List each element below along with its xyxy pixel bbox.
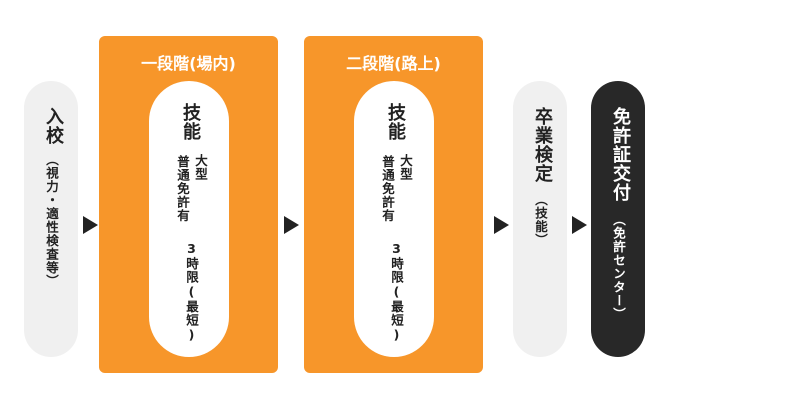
arrow-right-icon: [572, 216, 587, 234]
skill-note-1: 大型: [398, 154, 413, 181]
step-stage2: 二段階(路上) 技能 大型 普通免許有 3時限(最短): [304, 36, 483, 373]
skill-note-1: 大型: [193, 154, 208, 181]
step-subtitle: （技能）: [533, 193, 548, 247]
skill-pill: 技能 大型 普通免許有 3時限(最短): [354, 81, 434, 357]
step-license: 免許証交付 （免許センター）: [591, 81, 645, 357]
skill-title: 技能: [180, 103, 201, 141]
arrow-right-icon: [284, 216, 299, 234]
skill-note-2: 普通免許有: [380, 155, 395, 223]
skill-title: 技能: [385, 103, 406, 141]
step-subtitle: （免許センター）: [611, 213, 626, 321]
step-title: 卒業検定: [532, 107, 553, 183]
skill-note-3: 3時限(最短): [184, 241, 199, 343]
step-enroll: 入校 （視力・適性検査等）: [24, 81, 78, 357]
step-title: 入校: [43, 107, 64, 145]
skill-note-3: 3時限(最短): [389, 241, 404, 343]
step-title: 免許証交付: [610, 107, 631, 202]
stage-header: 一段階(場内): [141, 54, 236, 73]
arrow-right-icon: [83, 216, 98, 234]
step-subtitle: （視力・適性検査等）: [44, 153, 59, 288]
arrow-right-icon: [494, 216, 509, 234]
step-stage1: 一段階(場内) 技能 大型 普通免許有 3時限(最短): [99, 36, 278, 373]
skill-pill: 技能 大型 普通免許有 3時限(最短): [149, 81, 229, 357]
step-exam: 卒業検定 （技能）: [513, 81, 567, 357]
skill-note-2: 普通免許有: [175, 155, 190, 223]
stage-header: 二段階(路上): [346, 54, 441, 73]
